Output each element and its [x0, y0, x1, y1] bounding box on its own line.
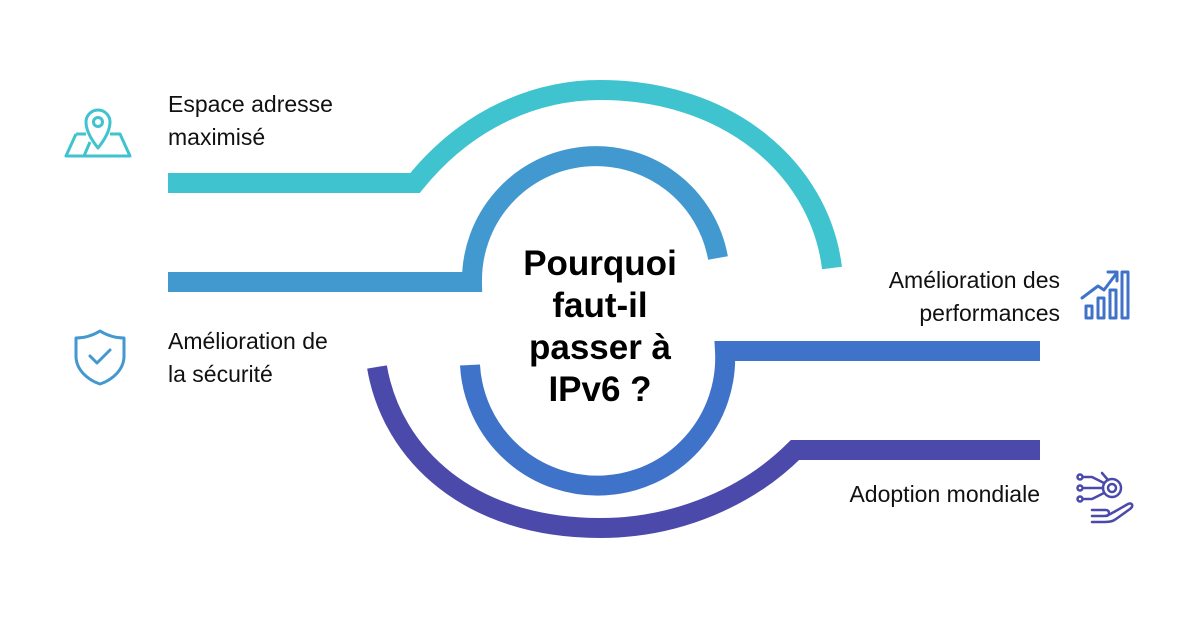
- benefit-label-line: Espace adresse: [168, 91, 333, 117]
- center-title-line: IPv6 ?: [548, 370, 652, 409]
- benefit-label-performance: Amélioration des performances: [889, 264, 1060, 330]
- center-title-line: passer à: [528, 328, 672, 367]
- center-title-line: faut-il: [552, 286, 648, 325]
- benefit-label-line: Amélioration des: [888, 267, 1060, 293]
- tech-hand-icon: [1076, 471, 1134, 524]
- benefit-label-line: la sécurité: [168, 361, 273, 387]
- indigo-connector-line: [367, 365, 1040, 539]
- benefit-label-line: Amélioration de: [168, 328, 328, 354]
- royal-connector-line: [460, 341, 1040, 496]
- growth-chart-icon: [1080, 270, 1130, 320]
- blue-connector-line: [168, 146, 728, 292]
- center-title: Pourquoi faut-il passer à IPv6 ?: [478, 243, 722, 411]
- teal-connector-line: [168, 79, 842, 270]
- benefit-label-line: performances: [919, 300, 1060, 326]
- benefit-label-line: maximisé: [168, 124, 266, 150]
- benefit-label-line: Adoption mondiale: [849, 481, 1040, 507]
- benefit-label-address-space: Espace adresse maximisé: [168, 88, 333, 154]
- center-title-line: Pourquoi: [523, 244, 677, 283]
- map-pin-icon: [64, 108, 132, 158]
- shield-check-icon: [74, 329, 126, 386]
- benefit-label-security: Amélioration de la sécurité: [168, 325, 328, 391]
- benefit-label-global-adoption: Adoption mondiale: [849, 478, 1040, 511]
